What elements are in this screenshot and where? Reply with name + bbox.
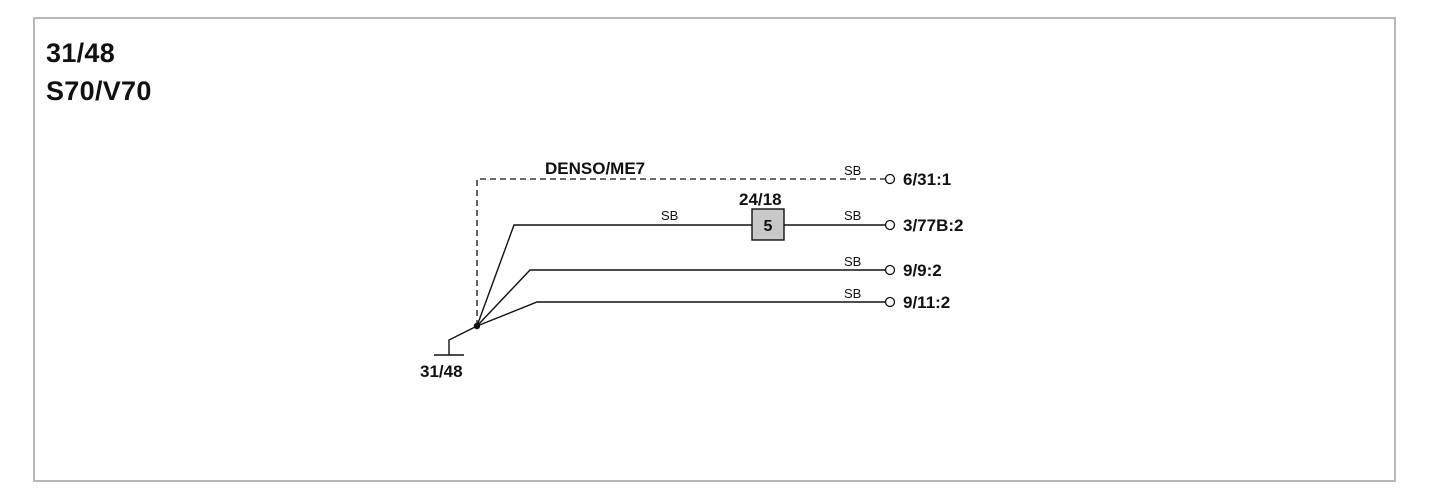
wire-9-9-2 <box>476 269 885 327</box>
wire-9-11-2 <box>476 301 885 327</box>
terminal-label: 9/11:2 <box>903 293 950 312</box>
wire-dashed-6-31-1 <box>476 178 885 326</box>
ground-junction-dot <box>473 322 481 330</box>
wire-to-fuse <box>476 224 752 327</box>
wire-color-code: SB <box>661 208 678 223</box>
terminal-connector <box>884 296 896 308</box>
ground-stub <box>448 325 478 355</box>
terminal-connector <box>884 219 896 231</box>
terminal-connector <box>884 264 896 276</box>
ground-point-title: 31/48 <box>46 38 116 68</box>
fuse-box <box>751 208 785 241</box>
terminal-label: 3/77B:2 <box>903 216 963 235</box>
wire-color-code: SB <box>844 208 861 223</box>
wire-color-code: SB <box>844 286 861 301</box>
vehicle-model-title: S70/V70 <box>46 76 152 106</box>
terminal-connector <box>884 173 896 185</box>
fuse-number: 5 <box>764 218 773 235</box>
denso-me7-label: DENSO/ME7 <box>545 159 645 178</box>
terminal-label: 6/31:1 <box>903 170 951 189</box>
ground-point-label: 31/48 <box>420 362 463 381</box>
wire-color-code: SB <box>844 163 861 178</box>
fuse-label: 24/18 <box>739 190 782 209</box>
wire-color-code: SB <box>844 254 861 269</box>
diagram-frame <box>33 17 1396 482</box>
terminal-label: 9/9:2 <box>903 261 942 280</box>
